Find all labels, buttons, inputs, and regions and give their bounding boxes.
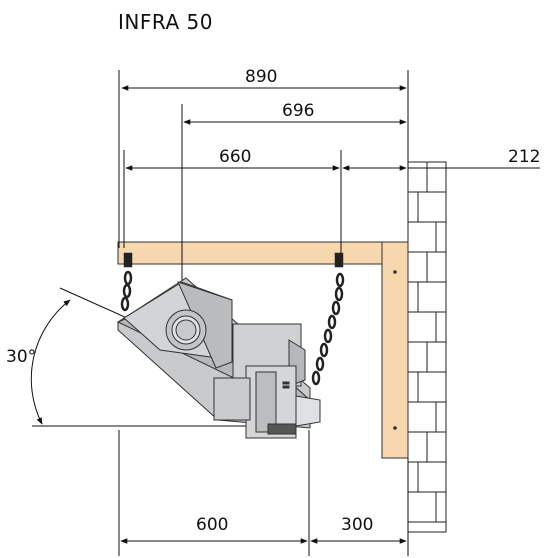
dim-pivot-to-wall: 696: [282, 101, 315, 121]
extension-lines: [118, 70, 540, 556]
infrared-heater: [116, 277, 321, 439]
right-chain: [311, 252, 345, 386]
dim-lower-left: 600: [196, 515, 229, 535]
dim-chain-spacing: 660: [219, 147, 252, 167]
dimension-lines: [120, 85, 407, 544]
brick-wall: [407, 161, 447, 533]
dim-wall-offset: 212: [508, 147, 541, 167]
dim-total-width: 890: [245, 67, 278, 87]
dim-tilt-angle: 30°: [6, 347, 37, 367]
diagram-title: INFRA 50: [118, 10, 213, 34]
dim-lower-right: 300: [341, 515, 374, 535]
left-chain: [120, 252, 133, 312]
